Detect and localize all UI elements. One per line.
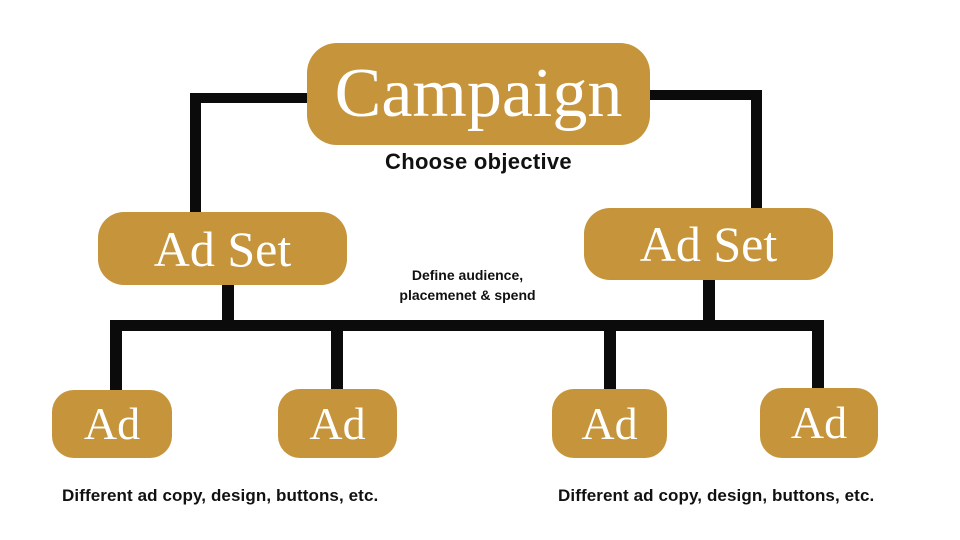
connector-campaign-to-adset-left-horizontal — [190, 93, 307, 103]
node-adset-left: Ad Set — [98, 212, 347, 285]
caption-define-audience-line2: placemenet & spend — [399, 287, 536, 304]
caption-choose-objective: Choose objective — [385, 149, 572, 174]
node-adset-right-label: Ad Set — [639, 216, 778, 272]
node-ad-4: Ad — [760, 388, 878, 458]
connector-adset-right-to-bar — [703, 279, 715, 331]
connector-adset-left-to-bar — [222, 284, 234, 331]
connector-campaign-to-adset-right-horizontal — [650, 90, 762, 100]
node-campaign: Campaign — [307, 43, 650, 145]
connector-bar-to-ad-1 — [110, 325, 122, 390]
connector-bar-to-ad-3 — [604, 325, 616, 389]
connector-ads-horizontal-bar — [110, 320, 824, 331]
connector-campaign-to-adset-right-vertical — [751, 90, 762, 209]
caption-define-audience-line1: Define audience, — [411, 267, 524, 283]
node-ad-1-label: Ad — [83, 398, 141, 449]
connector-campaign-to-adset-left-vertical — [190, 93, 201, 213]
node-ad-3-label: Ad — [581, 397, 638, 449]
connector-bar-to-ad-2 — [331, 325, 343, 389]
node-adset-right: Ad Set — [584, 208, 833, 280]
node-ad-2-label: Ad — [309, 397, 366, 449]
node-campaign-label: Campaign — [334, 55, 623, 132]
caption-different-ad-copy-left: Different ad copy, design, buttons, etc. — [62, 486, 379, 505]
node-ad-3: Ad — [552, 389, 667, 458]
caption-define-audience: Define audience, placemenet & spend — [370, 265, 565, 306]
node-adset-left-label: Ad Set — [153, 220, 292, 277]
caption-different-ad-copy-right: Different ad copy, design, buttons, etc. — [558, 486, 875, 505]
connector-bar-to-ad-4 — [812, 325, 824, 388]
node-ad-4-label: Ad — [790, 397, 848, 448]
node-ad-2: Ad — [278, 389, 397, 458]
node-ad-1: Ad — [52, 390, 172, 458]
